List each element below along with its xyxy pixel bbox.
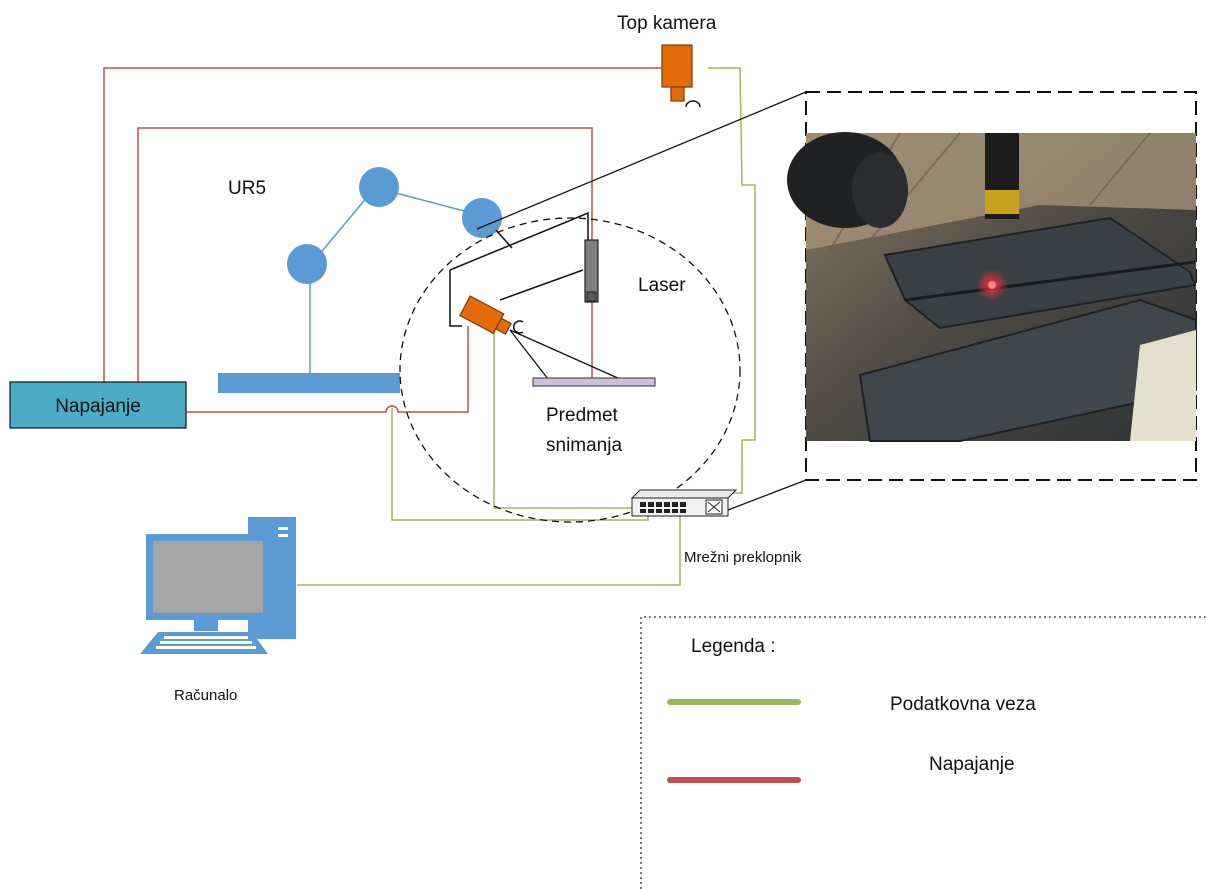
- robot-joint-2: [359, 167, 399, 207]
- side-camera-c-icon: [513, 320, 524, 334]
- robot-base: [218, 373, 400, 393]
- legend: Legenda : Podatkovna veza Napajanje: [640, 616, 1206, 889]
- legend-title: Legenda :: [691, 636, 776, 657]
- data-line-side-camera: [493, 328, 636, 509]
- top-camera-label: Top kamera: [617, 13, 717, 34]
- laser-body: [584, 239, 599, 303]
- legend-frame: [640, 616, 1206, 889]
- legend-label-power: Napajanje: [929, 754, 1015, 775]
- robot-ur5: UR5: [218, 167, 513, 393]
- data-line-top-camera: [708, 67, 756, 494]
- network-switch-label: Mrežni preklopnik: [684, 549, 802, 566]
- network-switch: Mrežni preklopnik: [630, 489, 802, 566]
- photo-frame: [805, 91, 1197, 481]
- sensor-assembly: Laser Predmet snimanja: [399, 211, 741, 523]
- subject-plate: [532, 377, 656, 387]
- power-supply: Napajanje: [9, 381, 187, 429]
- top-camera: Top kamera: [617, 13, 717, 108]
- side-camera: [459, 295, 512, 335]
- power-supply-label: Napajanje: [55, 396, 141, 417]
- robot-joint-1: [287, 244, 327, 284]
- power-lines: [103, 67, 664, 413]
- subject-label-line1: Predmet: [546, 405, 619, 426]
- robot-label: UR5: [228, 178, 266, 199]
- robot-joint-3: [462, 198, 502, 238]
- legend-label-data: Podatkovna veza: [890, 694, 1036, 715]
- sensor-bracket: [449, 211, 589, 327]
- computer: Računalo: [140, 517, 296, 704]
- top-camera-c-icon: [685, 100, 701, 108]
- power-line-laser: [137, 127, 593, 382]
- zoom-circle: [399, 217, 741, 523]
- callout-lines: [476, 91, 807, 511]
- data-line-computer: [297, 514, 681, 586]
- data-lines: [297, 67, 756, 586]
- subject-label-line2: snimanja: [546, 435, 622, 456]
- computer-label: Računalo: [174, 687, 237, 704]
- laser-label: Laser: [638, 275, 686, 296]
- power-line-side-camera: [186, 326, 469, 413]
- inspection-photo: [787, 132, 1197, 442]
- power-line-top-camera: [103, 67, 664, 382]
